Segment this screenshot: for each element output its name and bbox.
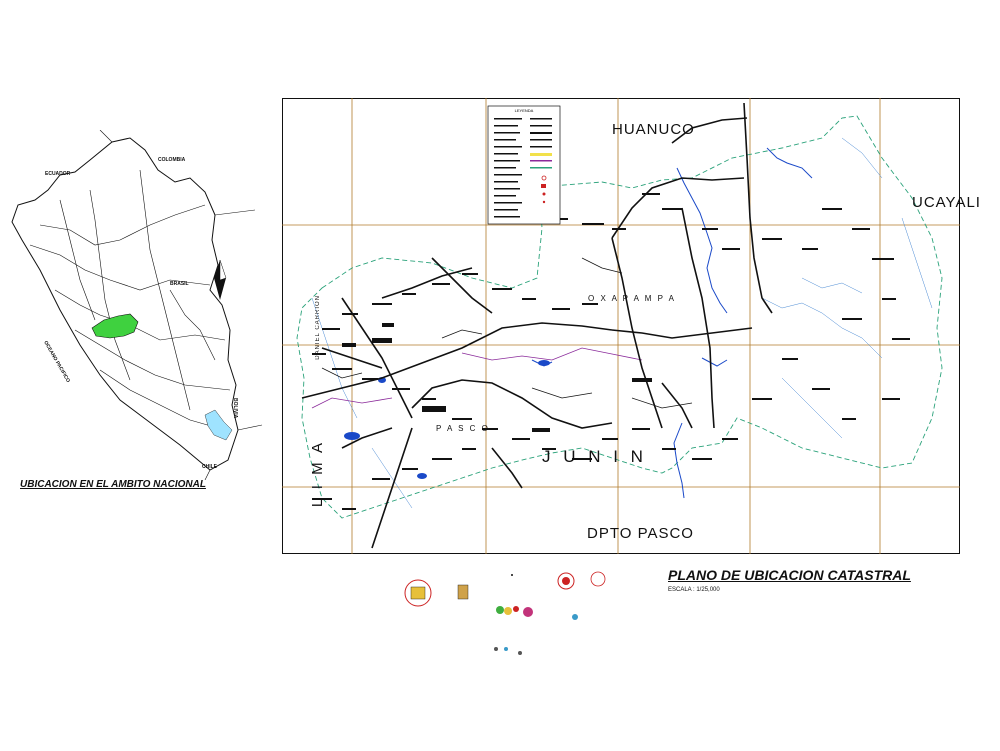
north-arrow-icon [214,259,227,300]
map-legend: LEYENDA [487,105,561,225]
label-ocean: OCEANO PACIFICO [42,340,71,384]
map-title: PLANO DE UBICACION CATASTRAL [668,567,911,583]
streams [311,137,933,509]
stamp-cluster [404,571,606,655]
inset-caption: UBICACION EN EL AMBITO NACIONAL [20,479,206,490]
label-daniel-carrion: DANIEL CARRION [315,295,321,360]
seal-icon [557,572,575,590]
label-bolivia: BOLIVIA [232,398,238,419]
label-junin: J U N I N [542,447,647,466]
cadastral-map: LEYENDA [282,98,960,554]
label-pasco: P A S C O [436,424,490,433]
label-oxapampa: O X A P A M P A [588,294,676,303]
legend-title: LEYENDA [515,108,534,113]
stamp-icon [457,584,469,600]
label-lima: L I M A [309,440,326,508]
peru-outline [11,137,239,471]
label-ecuador: ECUADOR [45,171,71,177]
label-brasil: BRASIL [170,281,189,287]
label-huanuco: HUANUCO [612,121,695,138]
seal-icon [590,571,606,587]
rivers [531,147,813,499]
map-scale: ESCALA : 1/25,000 [668,587,720,593]
label-colombia: COLOMBIA [158,157,186,163]
peru-inset-map: COLOMBIA ECUADOR BRASIL CHILE BOLIVIA OC… [11,130,263,480]
label-dpto-pasco: DPTO PASCO [587,525,694,542]
label-ucayali: UCAYALI [912,194,981,211]
roads [301,102,773,549]
seal-icon [404,579,432,607]
lake-titicaca [204,409,233,441]
pasco-highlight [91,313,139,339]
label-chile: CHILE [202,464,218,470]
